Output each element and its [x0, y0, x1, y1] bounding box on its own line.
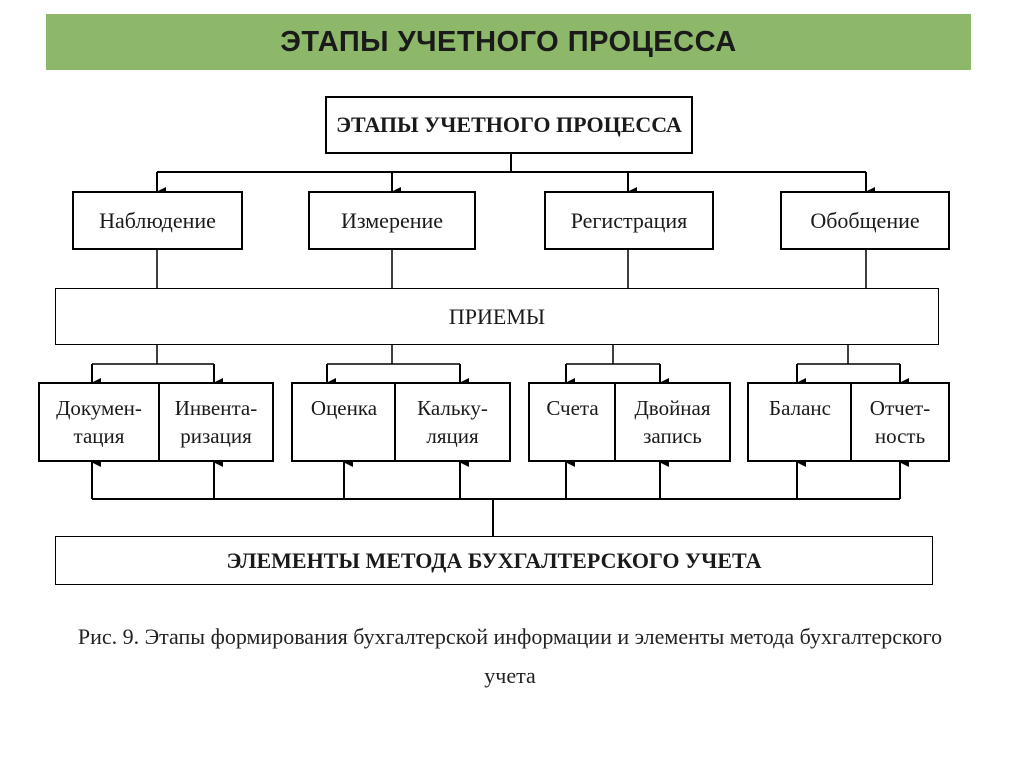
method-reporting: Отчет- ность: [869, 396, 931, 448]
method-costing: Кальку- ляция: [417, 396, 488, 448]
method-group-3: Счета Двойная запись: [528, 382, 731, 462]
group-divider: [850, 384, 852, 460]
method-group-4: Баланс Отчет- ность: [747, 382, 950, 462]
methods-label: ПРИЕМЫ: [448, 303, 546, 329]
method-balance: Баланс: [769, 396, 831, 420]
stage-node-1: Наблюдение: [72, 191, 243, 250]
stage-label: Регистрация: [570, 207, 688, 233]
group-divider: [158, 384, 160, 460]
method-inventory: Инвента- ризация: [174, 396, 258, 448]
figure-caption-line-2: учета: [484, 663, 536, 688]
stage-node-4: Обобщение: [780, 191, 950, 250]
root-label: ЭТАПЫ УЧЕТНОГО ПРОЦЕССА: [336, 112, 682, 137]
title-banner: ЭТАПЫ УЧЕТНОГО ПРОЦЕССА: [46, 14, 971, 70]
stage-label: Обобщение: [810, 207, 920, 233]
banner-title: ЭТАПЫ УЧЕТНОГО ПРОЦЕССА: [280, 26, 737, 58]
stage-node-3: Регистрация: [544, 191, 714, 250]
method-valuation: Оценка: [310, 396, 378, 420]
method-accounts: Счета: [546, 396, 599, 420]
root-node: ЭТАПЫ УЧЕТНОГО ПРОЦЕССА: [325, 96, 693, 154]
group-divider: [394, 384, 396, 460]
stage-node-2: Измерение: [308, 191, 476, 250]
elements-label: ЭЛЕМЕНТЫ МЕТОДА БУХГАЛТЕРСКОГО УЧЕТА: [226, 547, 762, 573]
method-documentation: Докумен- тация: [56, 396, 142, 448]
method-double-entry: Двойная запись: [634, 396, 711, 448]
stage-label: Наблюдение: [99, 207, 216, 233]
group-divider: [614, 384, 616, 460]
elements-bar: ЭЛЕМЕНТЫ МЕТОДА БУХГАЛТЕРСКОГО УЧЕТА: [55, 536, 933, 585]
stage-label: Измерение: [340, 207, 444, 233]
method-group-1: Докумен- тация Инвента- ризация: [38, 382, 274, 462]
methods-bar: ПРИЕМЫ: [55, 288, 939, 345]
figure-caption-line-1: Рис. 9. Этапы формирования бухгалтерской…: [77, 624, 943, 649]
method-group-2: Оценка Кальку- ляция: [291, 382, 511, 462]
